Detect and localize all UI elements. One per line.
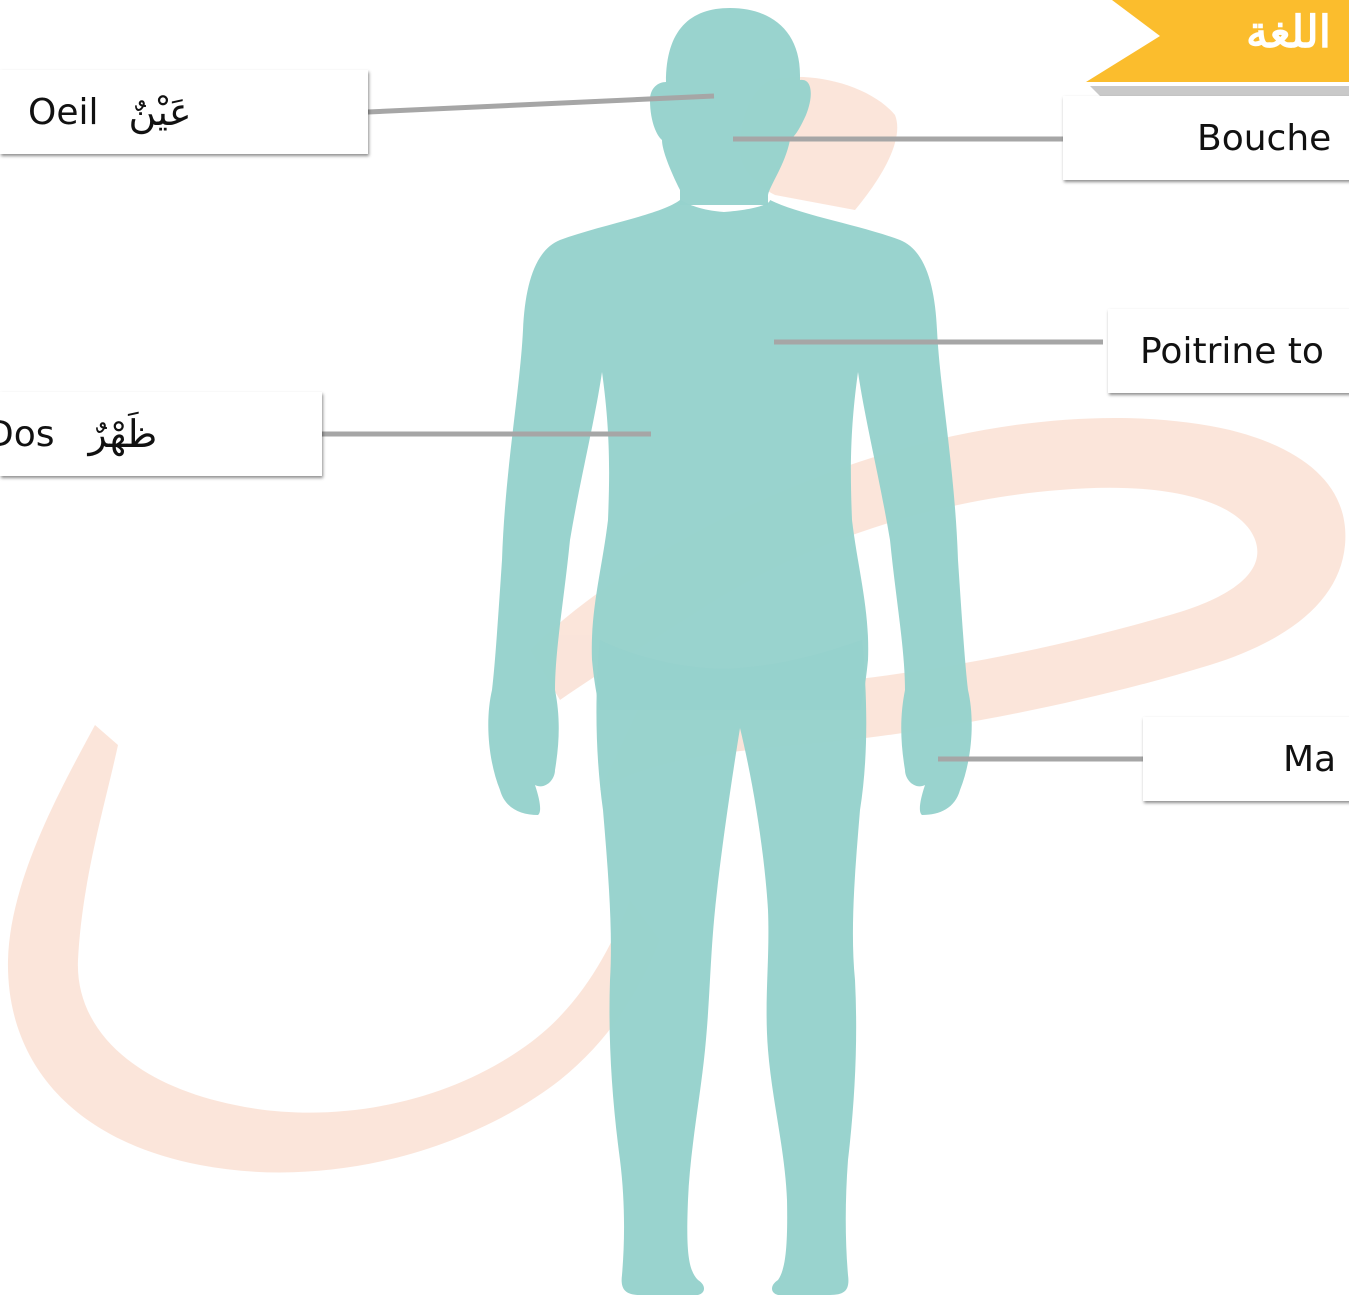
label-mouth-french: Bouche	[1197, 118, 1331, 159]
label-eye-arabic: عَيْنٌ	[129, 90, 192, 134]
label-back-arabic: ظَهْرٌ	[89, 412, 158, 456]
figure-legs	[596, 640, 866, 1295]
label-mouth: Bouche	[1063, 96, 1349, 180]
label-eye-french: Oeil	[28, 92, 99, 133]
title-banner: اللغة	[1086, 0, 1349, 84]
label-eye: Oeil عَيْنٌ	[0, 70, 368, 154]
label-chest: Poitrine to	[1108, 309, 1349, 393]
label-hand: Ma	[1143, 717, 1349, 801]
label-chest-french: Poitrine to	[1140, 331, 1324, 372]
watermark-tail-stroke	[8, 725, 660, 1172]
label-back: Dos ظَهْرٌ	[0, 392, 322, 476]
page-title: اللغة	[1246, 0, 1331, 70]
label-back-french: Dos	[0, 414, 55, 455]
banner-shadow	[1090, 86, 1349, 96]
label-hand-french: Ma	[1283, 739, 1336, 780]
